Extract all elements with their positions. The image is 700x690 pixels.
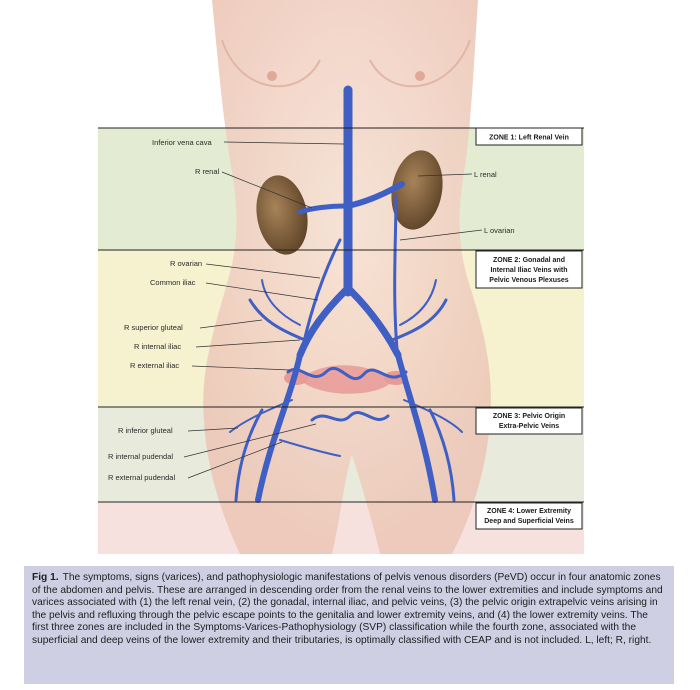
uterus <box>300 365 392 394</box>
left-superior-gluteal-vessel <box>399 279 437 326</box>
right-saphenous-vessel <box>234 408 264 502</box>
label-r-inferior-gluteal: R inferior gluteal <box>118 426 173 435</box>
left-kidney <box>391 150 443 230</box>
zone-3-label-line-2: Extra-Pelvic Veins <box>499 423 559 430</box>
zone-4-label-line-2: Deep and Superficial Veins <box>484 518 574 525</box>
label-l-renal: L renal <box>474 170 497 179</box>
label-r-external-pudendal: R external pudendal <box>108 473 175 482</box>
pudendal-plexus-vessel <box>310 411 390 422</box>
label-inferior-vena-cava: Inferior vena cava <box>152 138 212 147</box>
right-renal-vein-vessel <box>297 203 347 215</box>
left-leg-vein-vessel <box>395 352 438 503</box>
zone-2-label-line-3: Pelvic Venous Plexuses <box>489 277 568 284</box>
label-common-iliac: Common iliac <box>150 278 196 287</box>
caption-figure-label: Fig 1. <box>32 572 59 583</box>
left-renal-vein-vessel <box>349 181 405 208</box>
label-r-ovarian: R ovarian <box>170 259 202 268</box>
zone-3-label: ZONE 3: Pelvic Origin Extra-Pelvic Veins <box>475 407 583 435</box>
label-r-internal-iliac: R internal iliac <box>134 342 181 351</box>
left-inferior-gluteal-vessel <box>403 399 463 433</box>
label-r-renal: R renal <box>195 167 220 176</box>
zone-2-label-line-2: Internal Iliac Veins with <box>490 267 567 274</box>
figure-caption: Fig 1.The symptoms, signs (varices), and… <box>24 566 674 684</box>
zone-4-label: ZONE 4: Lower Extremity Deep and Superfi… <box>475 502 583 530</box>
breast-contour-left <box>221 39 321 88</box>
leader-lines <box>183 141 483 479</box>
zone-4-label-line-1: ZONE 4: Lower Extremity <box>487 508 571 515</box>
right-common-iliac-vessel <box>296 286 350 359</box>
caption-abbreviations: L, left; R, right. <box>585 634 652 646</box>
zone-2-label: ZONE 2: Gonadal and Internal Iliac Veins… <box>475 250 583 289</box>
label-r-internal-pudendal: R internal pudendal <box>108 452 173 461</box>
label-r-superior-gluteal: R superior gluteal <box>124 323 183 332</box>
right-kidney <box>256 175 308 255</box>
zone-2-label-line-1: ZONE 2: Gonadal and <box>493 257 565 264</box>
left-internal-iliac-vessel <box>390 298 448 342</box>
left-saphenous-vessel <box>428 408 456 502</box>
zone-1-label-line-1: ZONE 1: Left Renal Vein <box>489 135 569 142</box>
breast-contour-right <box>369 39 471 88</box>
right-internal-iliac-vessel <box>248 298 307 342</box>
left-common-iliac-vessel <box>346 286 402 359</box>
zone-1-label: ZONE 1: Left Renal Vein <box>475 127 583 146</box>
zone-3-label-line-1: ZONE 3: Pelvic Origin <box>493 413 565 420</box>
right-inferior-gluteal-vessel <box>229 399 293 433</box>
right-superior-gluteal-vessel <box>261 279 301 326</box>
venous-system <box>229 85 463 503</box>
caption-text: The symptoms, signs (varices), and patho… <box>32 572 663 646</box>
pelvic-plexus-vessel <box>286 366 408 381</box>
nipple-right <box>415 71 425 81</box>
nipple-left <box>267 71 277 81</box>
label-l-ovarian: L ovarian <box>484 226 515 235</box>
label-r-external-iliac: R external iliac <box>130 361 179 370</box>
external-pudendal-vessel <box>279 439 341 457</box>
